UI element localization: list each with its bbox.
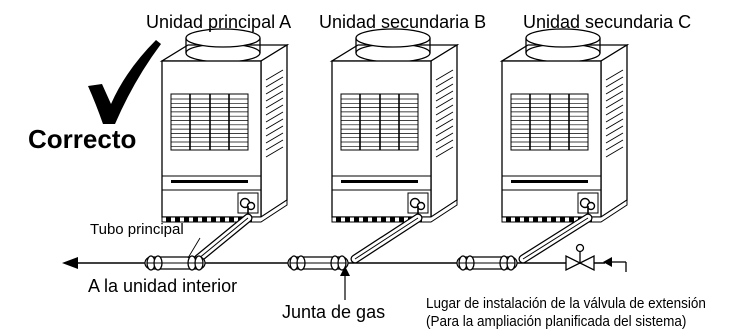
valve-location-note: (Para la ampliación planificada del sist… xyxy=(426,313,687,330)
gas-joint-c xyxy=(456,255,518,271)
indoor-unit-label: A la unidad interior xyxy=(88,276,238,296)
branch-pipe-c xyxy=(518,213,593,264)
correct-label: Correcto xyxy=(28,124,137,154)
outdoor-unit-secondary-b xyxy=(329,28,460,223)
valve-pointer-arrow-icon xyxy=(603,257,612,267)
unit-label-secondary-c: Unidad secundaria C xyxy=(523,12,692,32)
arrow-icon xyxy=(62,257,78,269)
main-pipe-label: Tubo principal xyxy=(90,221,184,238)
branch-pipe-a xyxy=(193,213,253,264)
outdoor-unit-secondary-c xyxy=(499,28,630,223)
branch-pipe-b xyxy=(350,213,423,264)
main-pipe-leader xyxy=(187,237,201,259)
units-layer xyxy=(159,28,630,223)
valve-location-label: Lugar de instalación de la válvula de ex… xyxy=(426,295,706,312)
outdoor-unit-main-a xyxy=(159,28,290,223)
check-mark-icon xyxy=(88,40,161,124)
gas-joint-label: Junta de gas xyxy=(282,302,386,322)
unit-label-main-a: Unidad principal A xyxy=(146,12,292,32)
gas-joint-b xyxy=(287,255,349,271)
valve-icon xyxy=(565,243,595,272)
pipes-layer xyxy=(62,206,627,300)
unit-label-secondary-b: Unidad secundaria B xyxy=(319,12,487,32)
joint-pointer-arrow-icon xyxy=(340,266,350,276)
gas-joint-a xyxy=(144,255,206,271)
